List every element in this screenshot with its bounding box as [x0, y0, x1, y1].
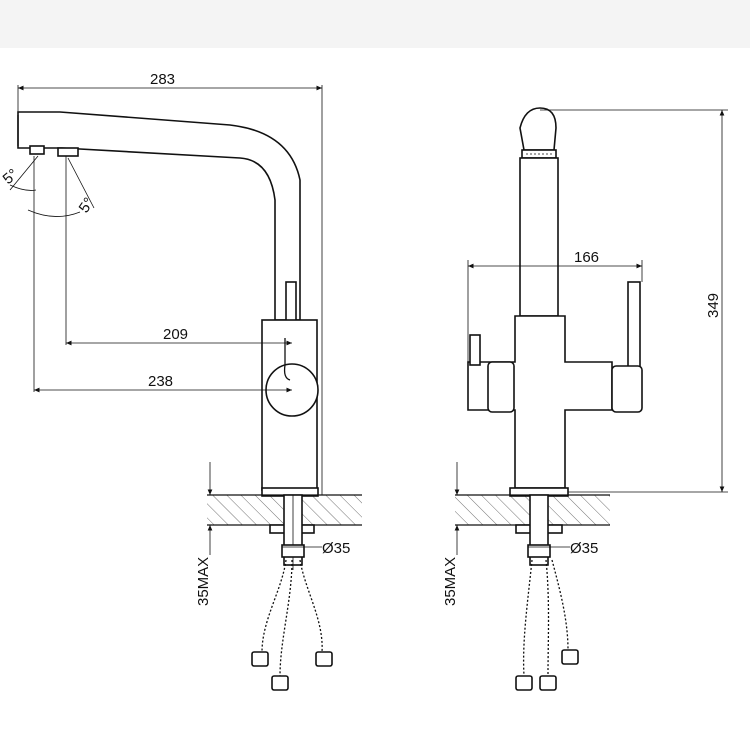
dim-283: 283: [150, 71, 175, 88]
side-spout: [17, 111, 301, 321]
side-aerator-2: [57, 147, 79, 157]
dim-349: 349: [705, 293, 722, 318]
dim-166: 166: [574, 249, 599, 266]
front-spout-head: [519, 107, 557, 151]
dim-dia35-right: Ø35: [570, 540, 598, 557]
front-spout-column: [519, 157, 559, 317]
front-handle-left: [469, 334, 481, 366]
front-view: 166 349 35MAX Ø35: [442, 107, 728, 691]
side-view: 283 209 238 5° 5° 35MAX Ø35: [0, 71, 362, 691]
dim-238: 238: [148, 373, 173, 390]
dim-35max-left: 35MAX: [195, 557, 212, 606]
dim-dia35-left: Ø35: [322, 540, 350, 557]
dim-209: 209: [163, 326, 188, 343]
top-band: [0, 0, 750, 48]
angle-right: 5°: [76, 195, 98, 217]
angle-left: 5°: [0, 166, 22, 188]
dim-35max-right: 35MAX: [442, 557, 459, 606]
side-aerator-1: [29, 145, 45, 155]
